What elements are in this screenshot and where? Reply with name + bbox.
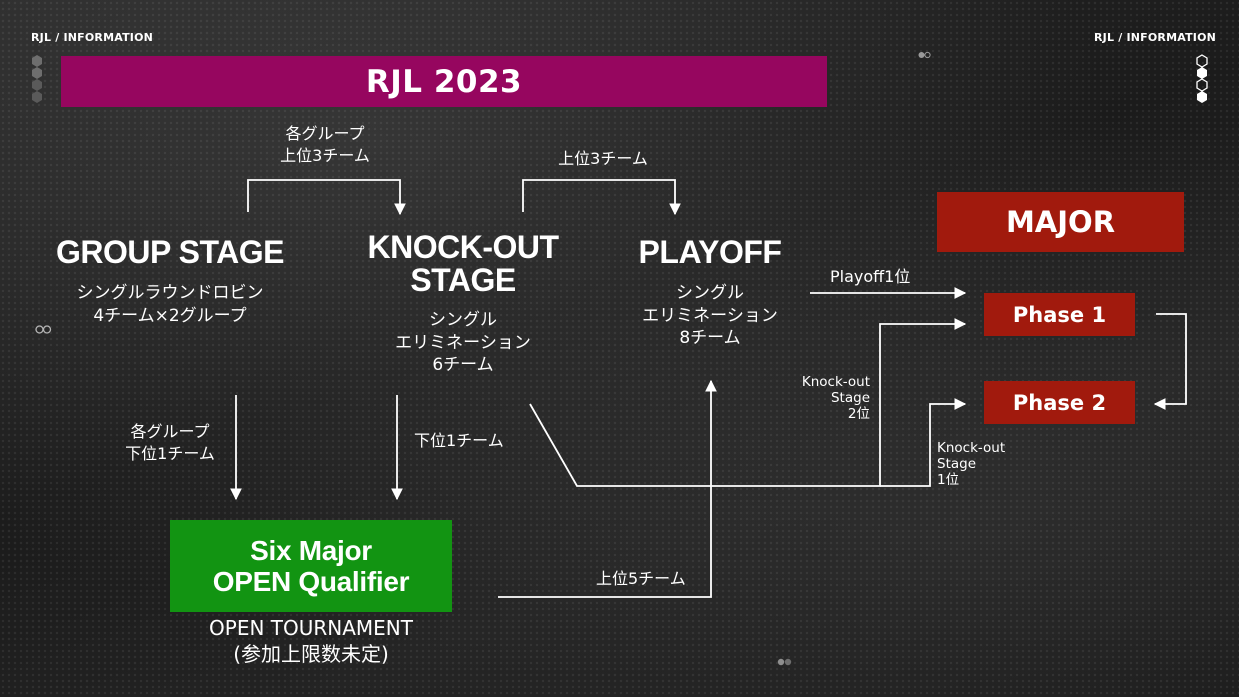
label-knockout-to-open: 下位1チーム: [414, 431, 504, 450]
open-qualifier-box: Six Major OPEN Qualifier: [170, 520, 452, 612]
group-stage-desc: シングルラウンドロビン 4チーム×2グループ: [76, 283, 264, 326]
arrow-phase1-to-phase2: [1153, 313, 1187, 410]
phase2-box: Phase 2: [984, 381, 1135, 424]
label-playoff-to-phase1: Playoff1位: [830, 267, 911, 286]
knockout-stage-desc: シングル エリミネーション 6チーム: [395, 310, 531, 376]
arrow-open-to-playoff: [498, 379, 717, 598]
top-dots-icon: [918, 51, 931, 59]
label-group-to-open: 各グループ 下位1チーム: [125, 422, 215, 464]
right-hexagon-stack-icon: [1196, 54, 1208, 103]
open-qualifier-title: Six Major OPEN Qualifier: [212, 534, 410, 597]
playoff-desc: シングル エリミネーション 8チーム: [642, 283, 778, 349]
label-knockout1-to-phase2: Knock-out Stage 1位: [937, 440, 1006, 489]
open-qualifier-subtitle: OPEN TOURNAMENT (参加上限数未定): [209, 616, 413, 666]
bottom-dots-icon: [777, 658, 792, 666]
knockout-stage-title: KNOCK-OUT STAGE: [367, 229, 559, 299]
label-group-to-knockout: 各グループ 上位3チーム: [280, 124, 370, 166]
label-knockout-to-playoff: 上位3チーム: [558, 149, 648, 168]
major-title: MAJOR: [1005, 205, 1116, 239]
phase1-title: Phase 1: [1012, 302, 1107, 327]
label-knockout2-to-phase1: Knock-out Stage 2位: [801, 374, 870, 423]
playoff-title: PLAYOFF: [638, 234, 782, 270]
title-banner-text: RJL 2023: [365, 63, 523, 100]
label-open-to-playoff: 上位5チーム: [596, 569, 686, 588]
phase1-box: Phase 1: [984, 293, 1135, 336]
phase2-title: Phase 2: [1012, 390, 1107, 415]
group-stage-title: GROUP STAGE: [55, 234, 285, 270]
major-box: MAJOR: [937, 192, 1184, 252]
header-right-label: RJL / INFORMATION: [1094, 31, 1217, 44]
title-banner: RJL 2023: [61, 56, 827, 107]
left-ring-dots-icon: [35, 325, 52, 334]
arrow-group-to-knockout: [247, 179, 406, 216]
arrow-knockout-to-playoff: [522, 179, 681, 216]
header-left-label: RJL / INFORMATION: [31, 31, 154, 44]
left-hexagon-stack-icon: [32, 55, 42, 103]
arrow-knockout-to-phase2: [880, 398, 967, 487]
